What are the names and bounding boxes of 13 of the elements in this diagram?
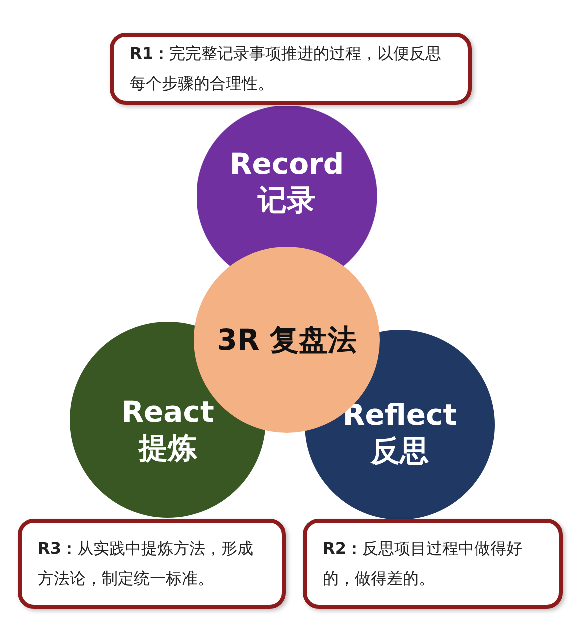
circle-subtitle: 反思 [371, 433, 429, 469]
note-text: R2：反思项目过程中做得好的，做得差的。 [323, 538, 524, 590]
note-box [18, 519, 286, 609]
circle-title: Record [230, 146, 344, 182]
circle-title: Reflect [342, 397, 458, 433]
circle-subtitle: 提炼 [139, 430, 197, 466]
note-text: R1：完完整记录事项推进的过程，以便反思每个步骤的合理性。 [130, 43, 442, 95]
circle-title: 3R 复盘法 [217, 322, 357, 358]
circle-subtitle: 记录 [258, 182, 316, 218]
note-box [303, 519, 563, 609]
note-box [110, 33, 472, 105]
note-text: R3：从实践中提炼方法，形成方法论，制定统一标准。 [38, 538, 254, 590]
circle-title: React [122, 394, 214, 430]
